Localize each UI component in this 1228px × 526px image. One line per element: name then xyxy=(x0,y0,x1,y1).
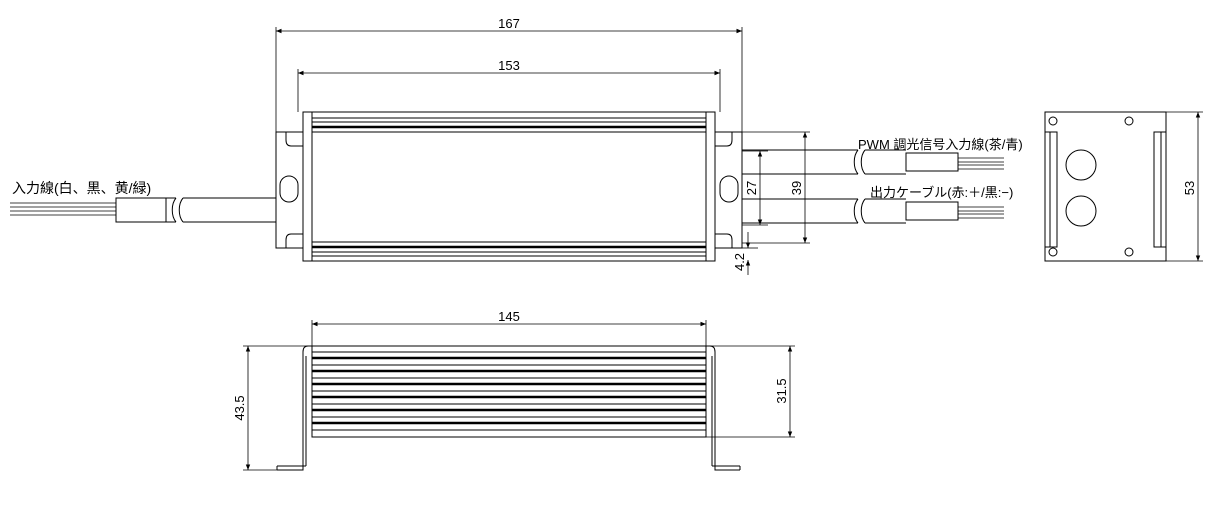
front-view: 145 43.5 31.5 xyxy=(232,309,795,471)
end-view: 53 xyxy=(1044,111,1203,262)
pwm-wire-label: PWM 調光信号入力線(茶/青) xyxy=(858,137,1023,152)
cable-gland-top xyxy=(1065,149,1097,181)
dimension-27-text: 27 xyxy=(744,181,759,195)
output-wire-label: 出力ケーブル(赤:＋/黒:−) xyxy=(870,185,1013,200)
dimension-43-5: 43.5 xyxy=(232,345,312,471)
dimension-153: 153 xyxy=(297,58,721,112)
left-mounting-bracket xyxy=(275,131,304,249)
dimension-4-2-text: 4.2 xyxy=(732,253,747,271)
right-mounting-bracket xyxy=(714,131,743,249)
dimension-43-5-text: 43.5 xyxy=(232,395,247,420)
dimension-31-5: 31.5 xyxy=(706,345,795,438)
cable-gland-bottom xyxy=(1065,195,1097,227)
dimension-153-text: 153 xyxy=(498,58,520,73)
dimension-27: 27 xyxy=(742,150,768,226)
dimension-167-text: 167 xyxy=(498,16,520,31)
input-wire-label: 入力線(白、黒、黄/緑) xyxy=(12,180,151,196)
dimension-53-text: 53 xyxy=(1182,181,1197,195)
housing-top xyxy=(302,111,716,262)
output-cable xyxy=(742,198,1004,224)
dimension-39: 39 xyxy=(742,131,810,244)
dimension-167: 167 xyxy=(275,16,743,132)
dimension-145-text: 145 xyxy=(498,309,520,324)
dimension-145: 145 xyxy=(311,309,707,346)
dimension-53: 53 xyxy=(1166,111,1203,262)
top-view: 167 153 27 39 4.2 xyxy=(10,16,1023,275)
dimension-31-5-text: 31.5 xyxy=(774,378,789,403)
dimension-39-text: 39 xyxy=(789,181,804,195)
dimension-4-2: 4.2 xyxy=(732,232,758,275)
pwm-cable xyxy=(742,149,1004,175)
input-cable xyxy=(10,197,276,223)
